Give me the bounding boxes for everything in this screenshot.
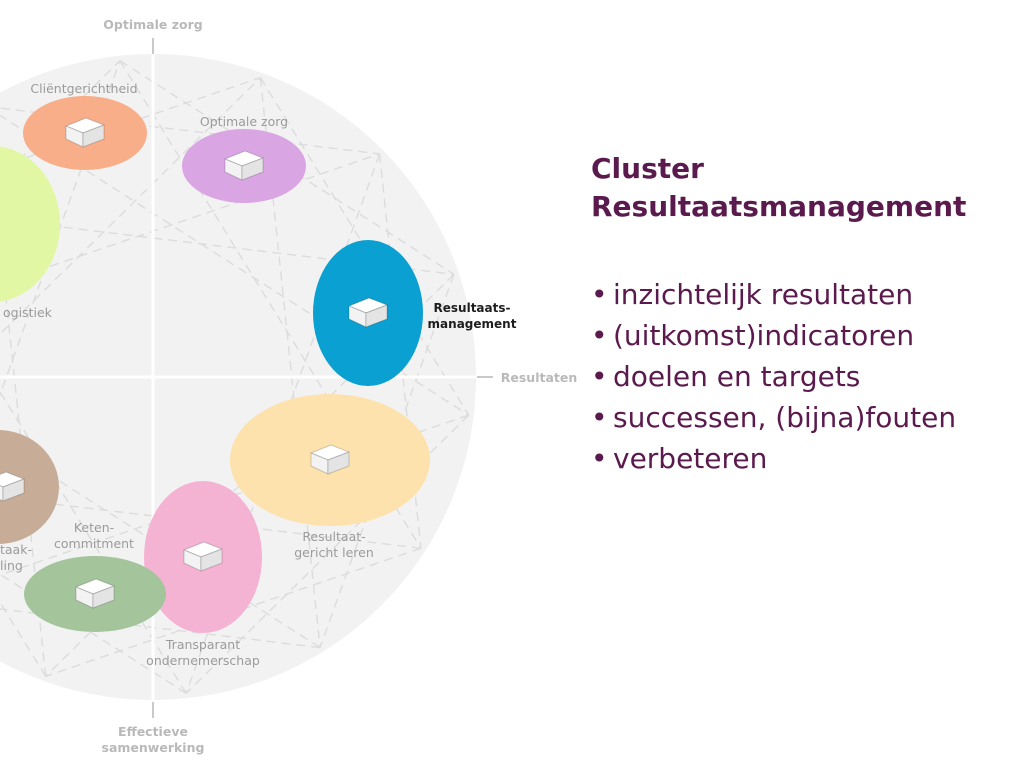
bullet-text: doelen en targets [613,360,861,393]
bullet-item: •successen, (bijna)fouten [591,397,1016,438]
bullet-text: successen, (bijna)fouten [613,401,957,434]
cluster-diagram: Optimale zorg Resultaten Effectieve same… [0,17,578,755]
bullet-symbol: • [591,442,608,475]
node-taakverdeling[interactable] [0,430,59,544]
box-icon [224,150,264,181]
bullet-text: inzichtelijk resultaten [613,278,914,311]
axis-label-bottom: Effectieve samenwerking [101,724,205,755]
node-logistiek[interactable] [0,146,60,302]
label-resultaatgericht-leren: Resultaat- gericht leren [294,529,374,560]
bullet-symbol: • [591,278,608,311]
bullet-item: •doelen en targets [591,356,1016,397]
label-ketencommitment: Keten- commitment [54,520,134,551]
web-line [0,573,187,694]
bullet-item: •inzichtelijk resultaten [591,274,1016,315]
cluster-title: Cluster Resultaatsmanagement [591,152,967,223]
cluster-info-panel: Cluster Resultaatsmanagement •inzichteli… [591,150,1016,479]
web-line [0,153,380,285]
bullet-text: verbeteren [613,442,768,475]
cluster-circle-svg [0,38,493,718]
web-line [0,77,261,335]
label-optimale-zorg: Optimale zorg [199,114,289,129]
box-icon [310,444,350,475]
box-icon [75,578,115,609]
web-line [0,60,121,397]
axis-label-right: Resultaten [500,370,578,385]
bullet-symbol: • [591,401,608,434]
web-line [0,601,47,677]
bullet-symbol: • [591,360,608,393]
cluster-bullet-list: •inzichtelijk resultaten •(uitkomst)indi… [591,274,1016,479]
label-transparant-ondernemerschap: Transparant ondernemerschap [146,637,260,668]
bullet-item: •(uitkomst)indicatoren [591,315,1016,356]
web-line [119,60,422,549]
bullet-item: •verbeteren [591,438,1016,479]
label-resultaatsmanagement: Resultaats- management [427,301,517,331]
web-line [0,218,455,276]
label-clientgerichtheid: Cliëntgerichtheid [30,81,138,96]
box-icon [0,471,25,502]
web-line [0,496,422,549]
bullet-symbol: • [591,319,608,352]
box-icon [183,541,223,572]
box-icon [348,297,388,328]
axis-label-top: Optimale zorg [103,17,203,32]
label-taakverdeling: taak- ling [0,542,32,573]
box-icon [65,117,105,148]
bullet-text: (uitkomst)indicatoren [613,319,915,352]
label-logistiek: ogistiek [3,305,52,320]
